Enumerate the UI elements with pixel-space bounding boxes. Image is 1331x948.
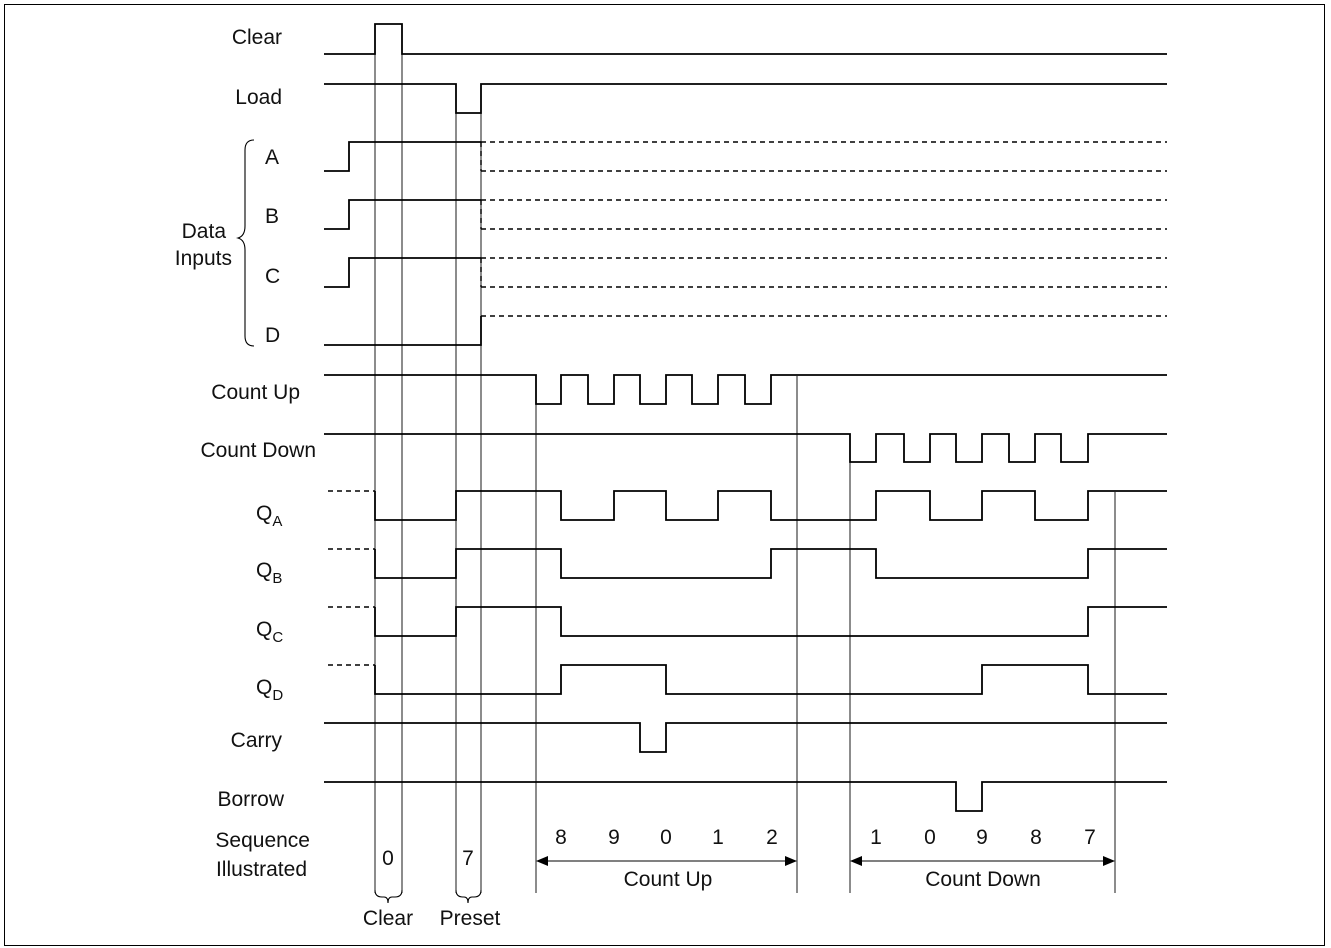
svg-text:QD: QD [256, 676, 283, 704]
carry-label: Carry [231, 729, 283, 752]
input-a-dontcare [480, 141, 1167, 172]
count-up-value: 1 [712, 826, 724, 849]
reference-lines [374, 40, 1116, 893]
load-waveform [324, 83, 1167, 114]
carry-waveform [324, 722, 1167, 753]
input-b-label: B [265, 205, 279, 228]
count-up-value: 9 [608, 826, 620, 849]
count-down-value: 9 [976, 826, 988, 849]
count-down-waveform [324, 433, 1167, 463]
timing-diagram-frame [4, 4, 1325, 946]
input-a-label: A [265, 146, 279, 169]
clear-caption: Clear [363, 907, 413, 930]
qb-label: QB [256, 559, 282, 587]
sequence-preset-value: 7 [462, 847, 474, 870]
data-label-line2: Inputs [175, 247, 232, 270]
input-a-waveform [324, 141, 481, 172]
clear-brace [374, 889, 403, 904]
count-up-arrow [536, 856, 797, 866]
input-c-label: C [265, 265, 280, 288]
data-inputs-brace [236, 139, 255, 347]
count-up-value: 2 [766, 826, 778, 849]
svg-text:QC: QC [256, 618, 283, 646]
load-label: Load [235, 86, 282, 109]
sequence-label-line1: Sequence [215, 829, 310, 852]
input-c-dontcare [480, 257, 1167, 288]
count-up-value: 0 [660, 826, 672, 849]
preset-brace [455, 889, 482, 904]
input-b-waveform [324, 199, 481, 230]
qd-label: QD [256, 676, 283, 704]
svg-text:QB: QB [256, 559, 282, 587]
clear-waveform [324, 23, 1167, 55]
input-d-waveform [324, 316, 482, 346]
borrow-label: Borrow [217, 788, 284, 811]
count-up-label: Count Up [211, 381, 300, 404]
input-b-dontcare [480, 199, 1167, 230]
qa-waveform [374, 490, 1167, 521]
clear-label: Clear [232, 26, 282, 49]
count-down-label: Count Down [200, 439, 316, 462]
qc-label: QC [256, 618, 283, 646]
sequence-clear-value: 0 [382, 847, 394, 870]
count-down-caption: Count Down [925, 868, 1041, 891]
count-down-value: 1 [870, 826, 882, 849]
borrow-waveform [324, 781, 1167, 812]
count-down-value: 0 [924, 826, 936, 849]
count-down-value: 7 [1084, 826, 1096, 849]
count-up-waveform [324, 374, 1167, 405]
count-up-value: 8 [555, 826, 567, 849]
qd-waveform [374, 664, 1167, 695]
svg-text:QA: QA [256, 502, 282, 530]
qa-label: QA [256, 502, 282, 530]
count-down-value: 8 [1030, 826, 1042, 849]
sequence-label-line2: Illustrated [216, 858, 307, 881]
input-d-label: D [265, 324, 280, 347]
count-down-arrow [850, 856, 1115, 866]
qb-waveform [374, 548, 1167, 579]
preset-caption: Preset [440, 907, 501, 930]
qc-waveform [374, 606, 1167, 637]
data-label-line1: Data [182, 220, 227, 243]
input-c-waveform [324, 257, 481, 288]
count-up-caption: Count Up [624, 868, 713, 891]
